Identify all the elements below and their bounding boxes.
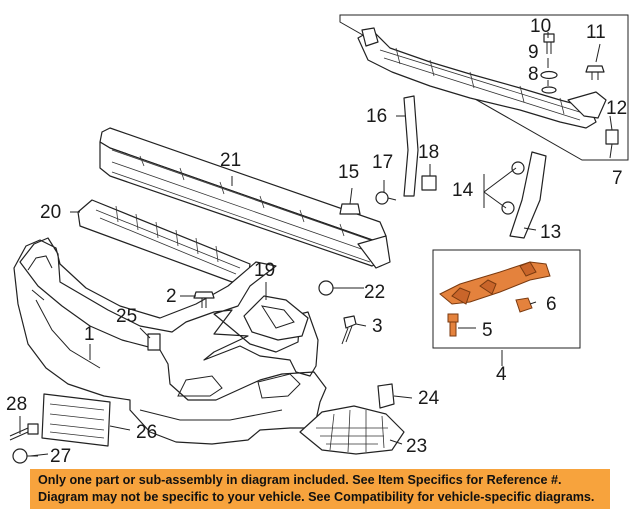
callout-4: 4 bbox=[496, 364, 507, 385]
callout-6: 6 bbox=[546, 294, 557, 315]
callout-15: 15 bbox=[338, 162, 359, 183]
bumper-cover bbox=[13, 237, 327, 445]
callout-16: 16 bbox=[366, 106, 387, 127]
callout-1: 1 bbox=[84, 324, 95, 345]
notice-line-2: Diagram may not be specific to your vehi… bbox=[38, 490, 595, 504]
callout-18: 18 bbox=[418, 142, 439, 163]
callout-8: 8 bbox=[528, 64, 539, 85]
leader-lines bbox=[19, 32, 613, 457]
fog-lamp-bezel bbox=[299, 405, 405, 455]
license-plate-bracket bbox=[41, 393, 111, 447]
callout-3: 3 bbox=[372, 316, 383, 337]
callout-17: 17 bbox=[372, 152, 393, 173]
callout-24: 24 bbox=[418, 388, 440, 409]
support-bracket-assembly bbox=[432, 249, 581, 349]
callout-14: 14 bbox=[452, 180, 474, 201]
callout-22: 22 bbox=[364, 282, 385, 303]
callout-25: 25 bbox=[116, 306, 137, 327]
upper-tie-bar-group bbox=[339, 14, 629, 161]
bracket-19 bbox=[243, 295, 309, 341]
callout-20: 20 bbox=[40, 202, 61, 223]
callout-19: 19 bbox=[254, 260, 275, 281]
callout-5: 5 bbox=[482, 320, 493, 341]
impact-bar bbox=[99, 127, 391, 269]
callout-26: 26 bbox=[136, 422, 157, 443]
callout-10: 10 bbox=[530, 16, 551, 37]
compatibility-notice: Only one part or sub-assembly in diagram… bbox=[30, 469, 610, 509]
callout-28: 28 bbox=[6, 394, 27, 415]
callout-12: 12 bbox=[606, 98, 627, 119]
callout-13: 13 bbox=[540, 222, 561, 243]
small-hardware bbox=[9, 95, 547, 464]
callout-23: 23 bbox=[406, 436, 427, 457]
notice-line-1: Only one part or sub-assembly in diagram… bbox=[38, 473, 562, 487]
callout-2: 2 bbox=[166, 286, 177, 307]
callout-21: 21 bbox=[220, 150, 241, 171]
callout-27: 27 bbox=[50, 446, 71, 467]
callout-labels: 10 11 9 8 12 7 16 15 17 18 14 13 21 20 1… bbox=[6, 16, 627, 467]
callout-9: 9 bbox=[528, 42, 539, 63]
callout-7: 7 bbox=[612, 168, 623, 189]
callout-11: 11 bbox=[586, 22, 606, 43]
